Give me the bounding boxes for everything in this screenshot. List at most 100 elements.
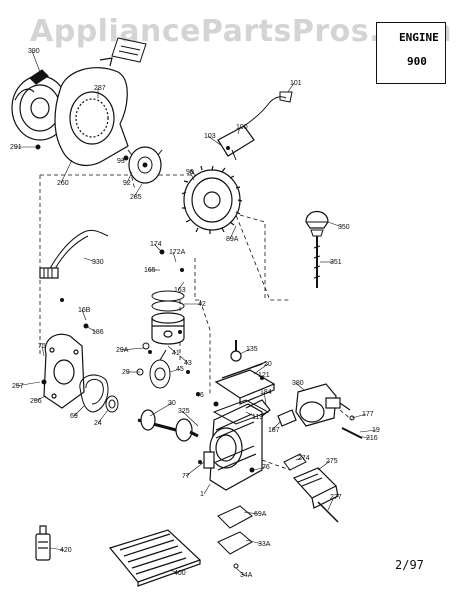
head-gasket <box>212 399 270 425</box>
part-label-1: 1 <box>200 491 204 498</box>
breaker-plate <box>217 505 253 569</box>
leader-line-19 <box>359 429 377 433</box>
owners-manual <box>108 529 202 587</box>
leader-line-69 <box>73 405 85 417</box>
part-label-216: 216 <box>366 435 378 442</box>
part-label-119: 119 <box>252 414 263 421</box>
part-label-184: 184 <box>260 389 272 396</box>
part-label-420: 420 <box>60 547 72 554</box>
part-label-45: 45 <box>176 366 184 373</box>
leader-line-177 <box>351 413 367 419</box>
blower-housing <box>54 57 129 167</box>
part-label-277: 277 <box>330 494 342 501</box>
part-label-380: 380 <box>292 380 304 387</box>
part-label-287: 287 <box>94 85 106 92</box>
part-label-275: 275 <box>326 458 338 465</box>
leader-line-135 <box>239 348 251 355</box>
cylinder-head <box>214 340 276 405</box>
leader-line-119 <box>245 411 257 418</box>
recoil-starter <box>11 69 69 141</box>
leader-line-275 <box>317 460 331 471</box>
piston-rings <box>151 290 185 312</box>
leader-line-184 <box>263 391 267 405</box>
leader-line-256 <box>33 395 47 402</box>
part-label-93: 93 <box>117 158 125 165</box>
part-label-76: 76 <box>262 464 270 471</box>
small-hardware <box>35 144 264 473</box>
leader-line-69a <box>243 511 259 515</box>
leader-line-89a <box>229 225 237 240</box>
engine-block <box>203 399 271 491</box>
leader-line-285 <box>133 183 143 198</box>
leader-line-41 <box>167 345 177 354</box>
leader-line-260 <box>60 159 73 184</box>
part-label-29: 29 <box>122 369 130 376</box>
part-label-330: 330 <box>92 259 104 266</box>
leader-line-350 <box>327 221 343 228</box>
part-label-19: 19 <box>372 427 380 434</box>
leader-line-257 <box>15 381 41 387</box>
leader-line-29a <box>119 347 145 351</box>
part-label-41: 41 <box>172 350 180 357</box>
leader-line-93 <box>120 157 127 162</box>
part-label-101: 101 <box>290 80 302 87</box>
engine-box-title: ENGINE <box>399 31 439 44</box>
leader-line-390 <box>31 50 41 73</box>
leader-line-172a <box>172 251 177 263</box>
leader-line-30 <box>149 402 173 417</box>
leader-line-420 <box>49 547 65 551</box>
oil-bottle <box>35 525 51 561</box>
ignition-coil <box>217 91 293 161</box>
part-label-400: 400 <box>174 570 186 577</box>
oil-seal <box>105 395 119 413</box>
leader-line-20 <box>253 363 269 375</box>
starter-pulley <box>127 146 163 184</box>
part-label-24: 24 <box>94 420 102 427</box>
part-label-351: 351 <box>330 259 342 266</box>
leader-line-76 <box>253 466 267 471</box>
part-label-177: 177 <box>362 411 374 418</box>
part-label-92: 92 <box>123 180 131 187</box>
part-label-187: 187 <box>268 427 280 434</box>
primer-assembly <box>305 210 329 288</box>
crankcase-cover <box>43 333 85 409</box>
leader-line-274 <box>295 457 303 461</box>
part-label-33a: 33A <box>258 541 271 548</box>
muffler-gasket <box>283 453 307 471</box>
part-label-291: 291 <box>10 144 22 151</box>
leader-line-75 <box>41 345 45 357</box>
part-label-121: 121 <box>258 372 270 379</box>
part-label-42: 42 <box>198 301 206 308</box>
leader-line-45 <box>169 368 181 373</box>
part-label-46: 46 <box>196 392 204 399</box>
part-label-285: 285 <box>130 194 142 201</box>
part-label-172a: 172A <box>169 249 186 256</box>
part-label-186: 186 <box>92 329 104 336</box>
part-label-43: 43 <box>184 360 192 367</box>
part-label-89a: 89A <box>226 236 239 243</box>
diagram-date: 2/97 <box>395 558 424 572</box>
leader-line-187 <box>271 421 281 431</box>
leader-line-400 <box>169 569 179 574</box>
engine-box-number: 900 <box>407 55 427 68</box>
part-label-34a: 34A <box>240 572 253 579</box>
part-label-77: 77 <box>182 473 190 480</box>
leader-line-16b <box>81 309 87 321</box>
leader-line-380 <box>295 382 305 391</box>
part-label-174: 174 <box>150 241 162 248</box>
leader-line-33a <box>245 539 263 545</box>
leader-line-92 <box>126 171 133 184</box>
part-label-100: 100 <box>236 124 248 131</box>
connecting-rod <box>136 342 171 389</box>
part-label-390: 390 <box>28 48 40 55</box>
decal-tag <box>111 37 147 63</box>
needle-valve <box>341 415 363 439</box>
part-label-325: 325 <box>178 408 190 415</box>
flywheel <box>181 165 243 234</box>
part-label-20: 20 <box>264 361 272 368</box>
leader-line-34a <box>235 567 245 576</box>
leader-line-90 <box>189 171 195 181</box>
leader-line-216 <box>355 435 371 439</box>
assembly-dash-lines <box>39 169 353 471</box>
